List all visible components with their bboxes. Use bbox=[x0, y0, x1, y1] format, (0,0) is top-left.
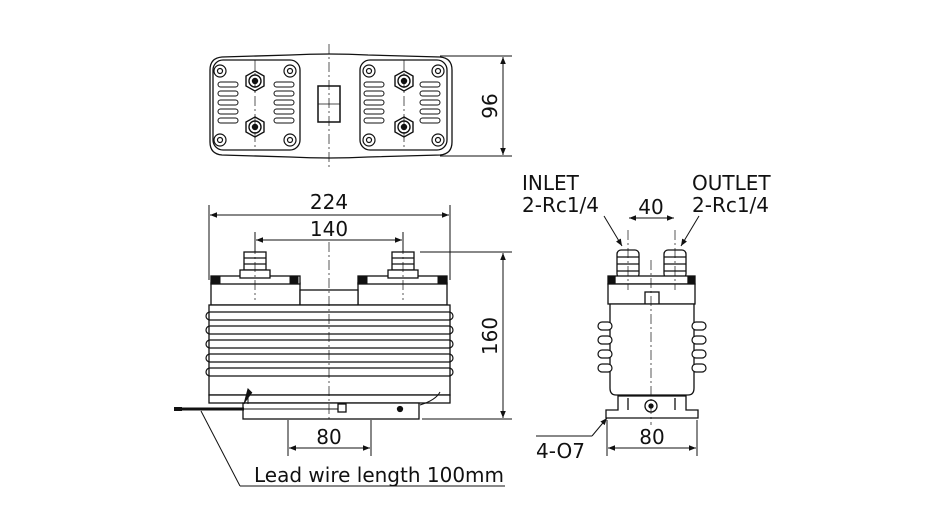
outlet-label: OUTLET bbox=[692, 171, 771, 195]
side-centerlines bbox=[627, 230, 676, 425]
front-fin-body bbox=[208, 304, 451, 396]
front-view bbox=[174, 205, 512, 487]
top-view bbox=[209, 44, 512, 168]
front-top-flange-right bbox=[357, 282, 448, 306]
top-right-slots bbox=[363, 81, 441, 124]
top-left-plate bbox=[212, 59, 301, 151]
dim-side-port-spacing-label: 40 bbox=[638, 195, 663, 219]
side-fins bbox=[597, 321, 707, 373]
side-dim-mount bbox=[606, 420, 698, 456]
front-centerlines bbox=[254, 242, 404, 422]
dim-port-spacing-label: 140 bbox=[310, 217, 348, 241]
dim-height-label: 160 bbox=[478, 317, 502, 355]
inlet-thread-label: 2-Rc1/4 bbox=[522, 193, 599, 217]
lead-wire-leader bbox=[200, 410, 505, 487]
front-dim-height bbox=[420, 251, 512, 420]
side-view bbox=[536, 215, 707, 456]
side-leaders bbox=[536, 215, 700, 437]
top-right-plate bbox=[359, 59, 448, 151]
front-fins bbox=[205, 311, 454, 377]
top-corner-screws bbox=[213, 64, 445, 147]
front-mount-bracket bbox=[242, 402, 420, 420]
top-centerlines bbox=[254, 44, 405, 168]
top-view-outline bbox=[209, 53, 453, 159]
dim-front-mount-label: 80 bbox=[316, 425, 341, 449]
front-dim-mount bbox=[287, 420, 372, 456]
dim-top-width-label: 96 bbox=[478, 93, 502, 118]
dim-overall-length-label: 224 bbox=[310, 190, 348, 214]
side-body bbox=[609, 303, 695, 396]
front-dim-port-spacing bbox=[254, 232, 404, 252]
front-top-flange bbox=[210, 282, 301, 306]
lead-wire-note: Lead wire length 100mm bbox=[254, 463, 504, 487]
outlet-thread-label: 2-Rc1/4 bbox=[692, 193, 769, 217]
side-port-fittings bbox=[616, 249, 687, 279]
inlet-label: INLET bbox=[522, 171, 580, 195]
front-dim-overall bbox=[208, 205, 451, 280]
lead-wire bbox=[174, 388, 338, 411]
top-left-slots bbox=[217, 81, 295, 124]
hole-callout-label: 4-O7 bbox=[536, 439, 585, 463]
dim-side-mount-label: 80 bbox=[639, 425, 664, 449]
top-dim-width bbox=[440, 55, 512, 157]
